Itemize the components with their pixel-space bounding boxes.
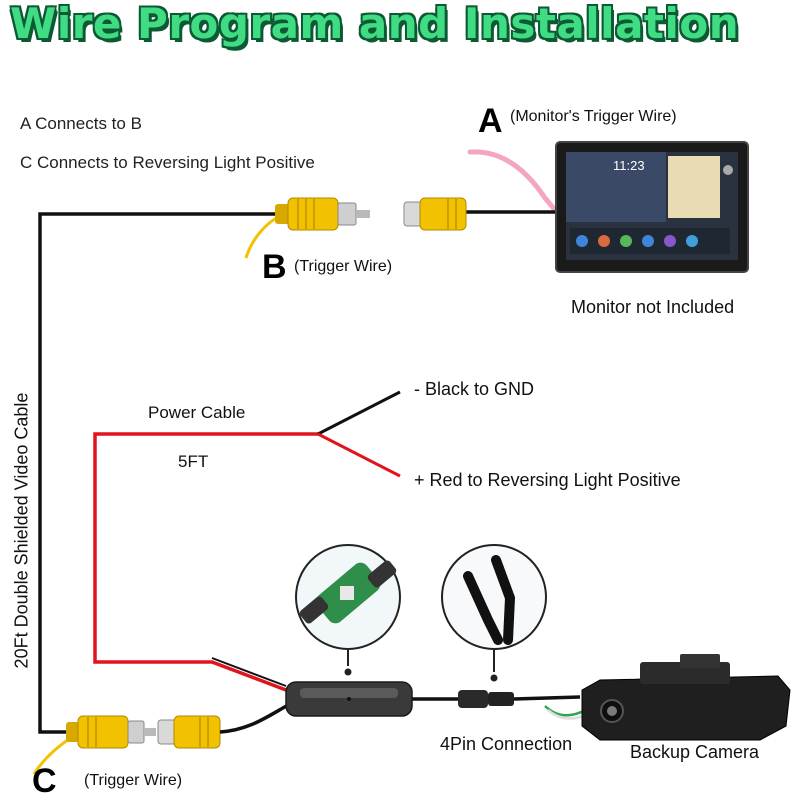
- label-c-text: (Trigger Wire): [84, 772, 183, 789]
- note-a-connects-b: A Connects to B: [20, 114, 142, 133]
- label-b-letter: B: [262, 248, 287, 286]
- label-red-positive: + Red to Reversing Light Positive: [414, 470, 681, 490]
- monitor-head-unit: [555, 141, 749, 273]
- control-box-closeup-inset: [295, 544, 401, 650]
- label-video-cable: 20Ft Double Shielded Video Cable: [11, 392, 32, 669]
- label-c-letter: C: [32, 762, 57, 800]
- four-pin-closeup-inset: [441, 544, 547, 650]
- control-box: [285, 681, 413, 717]
- label-power-length: 5FT: [178, 452, 209, 471]
- backup-camera: [581, 654, 791, 741]
- reversing-positive-wire: [317, 432, 401, 478]
- monitor-clock: 11:23: [613, 158, 645, 173]
- power-cable-red: [93, 432, 318, 692]
- label-b-text: (Trigger Wire): [294, 258, 393, 275]
- video-cable-main: [38, 212, 95, 734]
- label-power-cable: Power Cable: [148, 403, 246, 422]
- rca-female-connector-a: [403, 197, 467, 231]
- label-4pin-connection: 4Pin Connection: [440, 734, 573, 754]
- label-monitor-not-included: Monitor not Included: [571, 297, 735, 317]
- label-a-text: (Monitor's Trigger Wire): [510, 108, 677, 125]
- rca-female-connector-c: [157, 715, 221, 749]
- camera-cable-2: [513, 695, 581, 701]
- four-pin-connector: [458, 690, 514, 708]
- label-black-gnd: - Black to GND: [414, 379, 535, 399]
- video-lead-c: [219, 702, 291, 734]
- power-cable-black-inner: [211, 657, 287, 687]
- page-title: Wire Program and Installation: [10, 0, 740, 48]
- monitor-trigger-wire: [467, 149, 558, 213]
- note-c-connects-reversing: C Connects to Reversing Light Positive: [20, 153, 315, 172]
- gnd-wire: [317, 390, 401, 436]
- label-backup-camera: Backup Camera: [630, 742, 760, 762]
- rca-male-connector-b: [275, 197, 370, 231]
- label-a-letter: A: [478, 102, 503, 140]
- rca-male-connector-c: [66, 715, 156, 749]
